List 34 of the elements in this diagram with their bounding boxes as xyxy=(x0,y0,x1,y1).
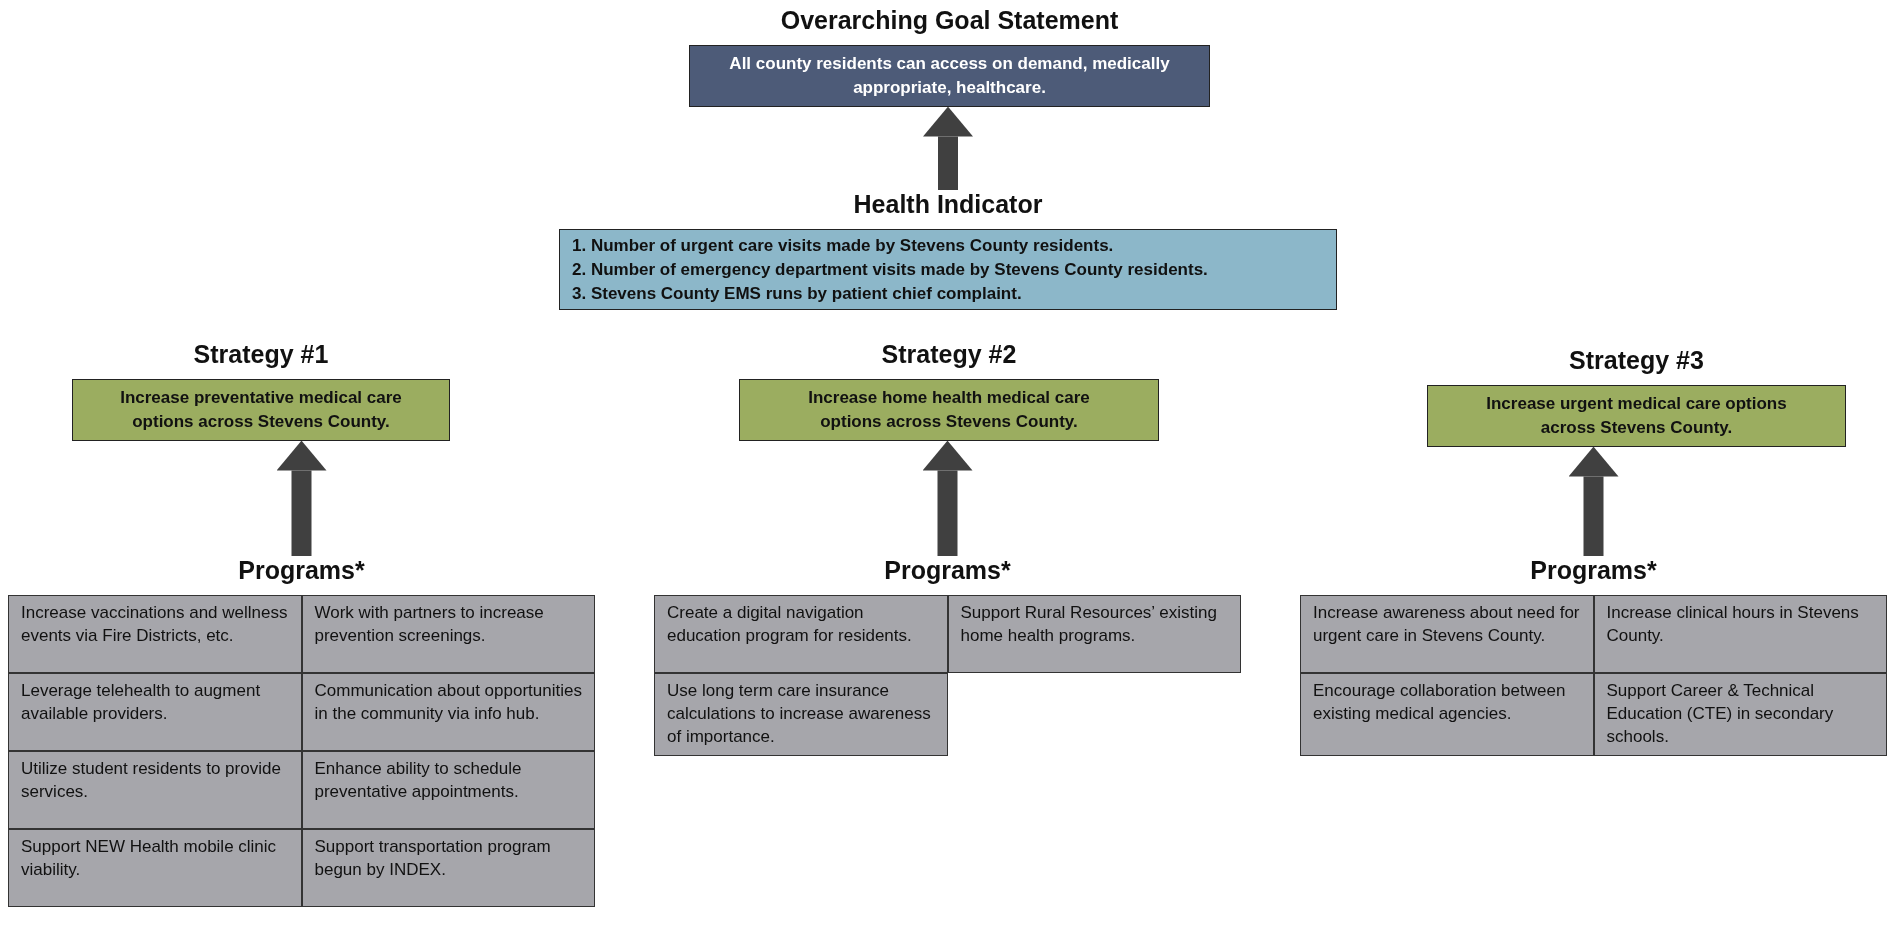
block-arrow xyxy=(922,440,973,556)
goal-box: All county residents can access on demand, medically appropriate, healthcare. xyxy=(689,45,1210,107)
heading: Health Indicator xyxy=(853,190,1043,219)
table-cell: Support Career & Technical Education (CTE) in secondary schools. xyxy=(1593,673,1887,756)
list-item: 1. Number of urgent care visits made by Stevens County residents. xyxy=(572,235,1115,257)
table-cell: Support Rural Resources’ existing home health programs. xyxy=(947,595,1241,673)
table-cell: Utilize student residents to provide services. xyxy=(8,751,302,829)
table-cell: Enhance ability to schedule preventative appointments. xyxy=(301,751,595,829)
strategy-box: Increase urgent medical care options across Stevens County. xyxy=(1427,385,1846,447)
list-item: 3. Stevens County EMS runs by patient chief complaint. xyxy=(572,282,1023,305)
heading: Programs* xyxy=(1530,556,1657,585)
table-cell: Communication about opportunities in the community via info hub. xyxy=(301,673,595,751)
block-arrow xyxy=(276,440,327,556)
heading: Strategy #2 xyxy=(881,340,1017,369)
strategy-box: Increase preventative medical care options across Stevens County. xyxy=(72,379,450,441)
table-cell: Leverage telehealth to augment available providers. xyxy=(8,673,302,751)
block-arrow xyxy=(1568,446,1619,556)
heading: Overarching Goal Statement xyxy=(780,6,1119,35)
table-cell: Increase vaccinations and wellness events via Fire Districts, etc. xyxy=(8,595,302,673)
list-item: 2. Number of emergency department visits made by Stevens County residents. xyxy=(572,258,1209,281)
table-cell: Support NEW Health mobile clinic viability. xyxy=(8,829,302,907)
table-cell: Encourage collaboration between existing medical agencies. xyxy=(1300,673,1594,756)
strategy-box: Increase home health medical care options across Stevens County. xyxy=(739,379,1159,441)
heading: Strategy #1 xyxy=(193,340,329,369)
table-cell: Support transportation program begun by INDEX. xyxy=(301,829,595,907)
table-cell: Use long term care insurance calculations to increase awareness of importance. xyxy=(654,673,948,756)
heading: Programs* xyxy=(238,556,365,585)
block-arrow xyxy=(923,106,973,190)
table-cell: Increase awareness about need for urgent care in Stevens County. xyxy=(1300,595,1594,673)
table-cell: Create a digital navigation education program for residents. xyxy=(654,595,948,673)
table-cell: Work with partners to increase prevention screenings. xyxy=(301,595,595,673)
heading: Strategy #3 xyxy=(1569,346,1704,375)
table-cell: Increase clinical hours in Stevens County. xyxy=(1593,595,1887,673)
heading: Programs* xyxy=(884,556,1011,585)
